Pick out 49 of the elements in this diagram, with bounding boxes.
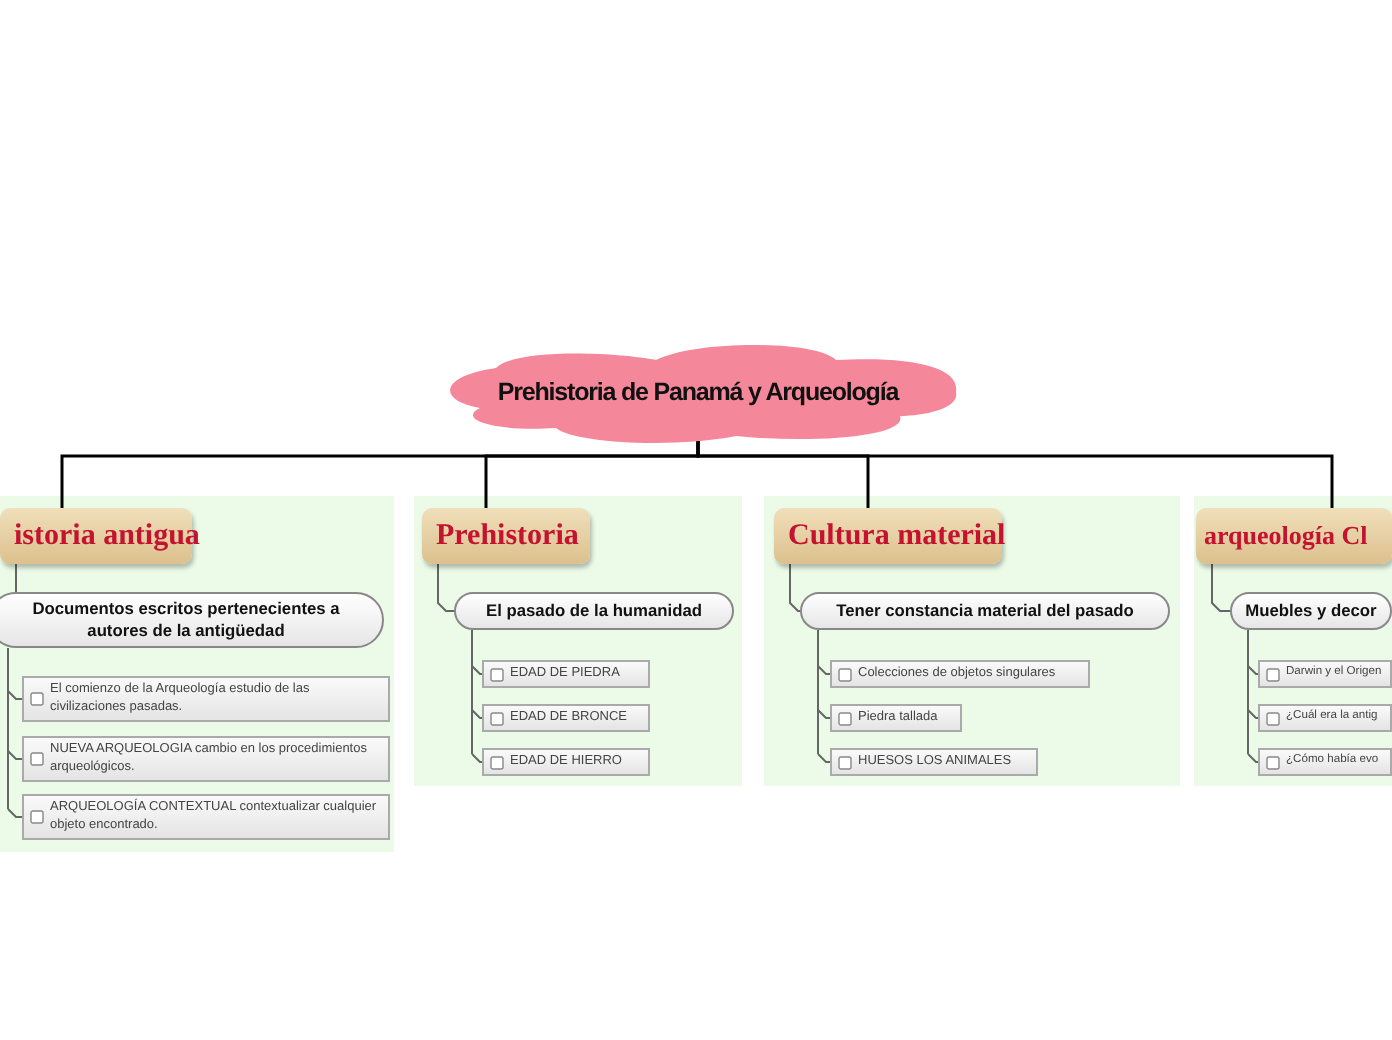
item-box: [22, 736, 390, 782]
topic-pill: [0, 592, 384, 648]
item-box: [830, 704, 962, 732]
connector-line: [1211, 563, 1231, 612]
topic-pill: [1230, 592, 1392, 630]
item-box: [482, 704, 650, 732]
item-box: [482, 660, 650, 688]
item-box: [830, 748, 1038, 776]
connector-line: [471, 709, 483, 719]
connector-line: [7, 808, 23, 818]
node-text: Documentos escritos pertenecientes a autores de la antigüedad: [30, 597, 342, 643]
node-text: Tener constancia material del pasado: [836, 599, 1134, 623]
connector-line: [696, 440, 1334, 508]
category-box: [1196, 508, 1392, 564]
node-text: Muebles y decor: [1245, 599, 1377, 623]
item-box: [1258, 748, 1392, 776]
connector-line: [817, 665, 831, 675]
category-box: [422, 508, 590, 564]
category-box: [774, 508, 1002, 564]
node-text: El pasado de la humanidad: [486, 599, 702, 623]
connector-line: [471, 629, 473, 755]
connector-line: [437, 563, 455, 612]
connector-line: [817, 629, 819, 755]
topic-pill: [454, 592, 734, 630]
node-text: arqueología Cl: [1204, 520, 1368, 552]
connector-line: [7, 750, 23, 760]
item-box: [830, 660, 1090, 688]
connector-line: [817, 709, 831, 719]
item-box: [22, 676, 390, 722]
node-text: istoria antigua: [14, 519, 200, 553]
node-text: Cultura material: [788, 519, 1006, 553]
connector-line: [7, 690, 23, 700]
item-box: [1258, 704, 1392, 732]
connector-line: [15, 563, 17, 593]
connector-line: [1247, 629, 1249, 755]
item-box: [482, 748, 650, 776]
connector-line: [1247, 753, 1259, 763]
title-text: Prehistoria de Panamá y Arqueología: [497, 378, 899, 406]
connector-line: [1247, 665, 1259, 675]
connector-line: [789, 563, 801, 612]
connector-line: [471, 665, 483, 675]
connector-line: [817, 753, 831, 763]
node-text: Prehistoria: [436, 519, 579, 553]
item-box: [22, 794, 390, 840]
item-box: [1258, 660, 1392, 688]
topic-pill: [800, 592, 1170, 630]
connector-line: [1247, 709, 1259, 719]
connector-line: [471, 753, 483, 763]
connector-line: [7, 647, 9, 810]
